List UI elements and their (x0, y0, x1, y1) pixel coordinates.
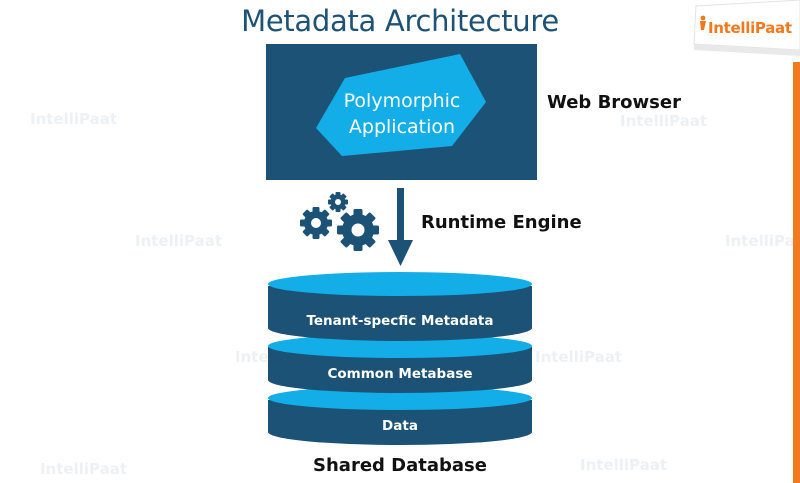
watermark: IntelliPaat (535, 348, 623, 366)
logo-text: IntelliPaat (708, 19, 792, 37)
brand-side-bar (793, 62, 800, 483)
database-layer-label: Common Metabase (327, 366, 473, 382)
watermark: IntelliPaat (40, 460, 128, 478)
application-label: Polymorphic Application (343, 90, 461, 138)
database-layer-label: Tenant-specfic Metadata (306, 313, 494, 329)
database-layer-label: Data (382, 418, 418, 434)
watermark: IntelliPaat (725, 232, 800, 250)
web-browser-label: Web Browser (547, 92, 681, 113)
watermark: IntelliPaat (620, 112, 708, 130)
shared-database-label: Shared Database (313, 455, 487, 476)
watermark: IntelliPaat (580, 456, 668, 474)
brand-logo: IntelliPaat (690, 0, 800, 58)
runtime-engine-label: Runtime Engine (421, 212, 582, 233)
watermark: IntelliPaat (30, 110, 118, 128)
logo-tab-shape (693, 0, 800, 56)
watermark: IntelliPaat (135, 232, 223, 250)
diagram-title: Metadata Architecture (241, 4, 559, 38)
